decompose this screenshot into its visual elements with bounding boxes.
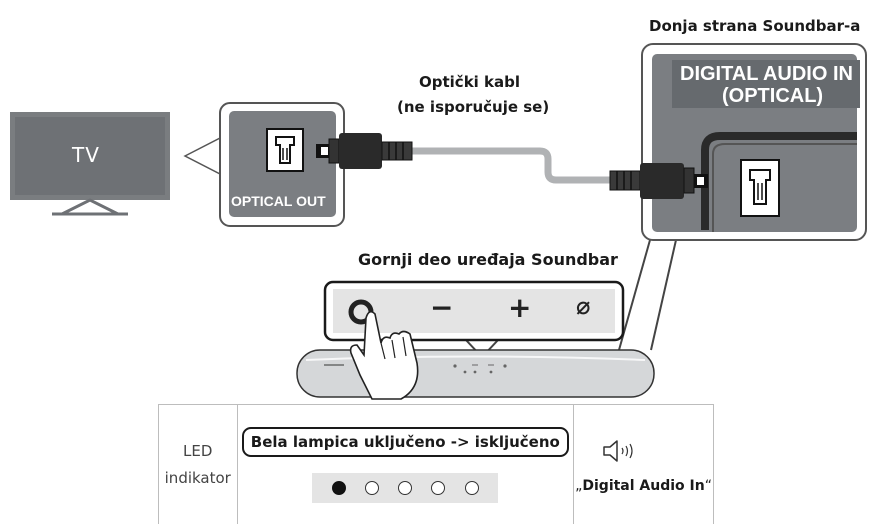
soundbar-optical-port-icon [741, 160, 779, 216]
optical-label: (OPTICAL) [722, 85, 823, 108]
soundbar-icon [297, 350, 654, 397]
cable-label-line1: Optički kabl [419, 73, 520, 91]
indicator-label: indikator [160, 465, 236, 491]
led-dot-off [398, 481, 412, 495]
led-status-bubble: Bela lampica uključeno -> isključeno [242, 427, 569, 457]
speaker-sound-icon [601, 438, 637, 464]
volume-down-button[interactable]: − [430, 291, 453, 324]
tv-callout-wedge [185, 136, 224, 176]
optical-port-icon [267, 129, 303, 171]
quote-close: “ [705, 478, 712, 494]
volume-up-button[interactable]: + [508, 291, 531, 324]
voice-prompt-text: Digital Audio In [582, 478, 704, 494]
voice-prompt: „Digital Audio In“ [575, 478, 712, 494]
led-status-cell: Bela lampica uključeno -> isključeno [237, 405, 574, 524]
voice-prompt-cell: „Digital Audio In“ [574, 405, 714, 524]
tv-label: TV [72, 143, 100, 167]
led-label: LED [160, 438, 236, 464]
digital-audio-in-label: DIGITAL AUDIO IN [680, 63, 853, 86]
soundbar-bottom-title: Donja strana Soundbar-a [649, 17, 860, 35]
led-dot-off [365, 481, 379, 495]
led-dot-off [465, 481, 479, 495]
cable-label-line2: (ne isporučuje se) [397, 98, 549, 116]
optical-cable [410, 151, 612, 180]
led-status-table: LED indikator Bela lampica uključeno -> … [158, 404, 714, 524]
led-dot-off [431, 481, 445, 495]
led-dot-on [332, 481, 346, 495]
multi-function-button[interactable]: ⌀ [576, 292, 590, 320]
led-label-cell: LED indikator [159, 405, 238, 524]
soundbar-top-title: Gornji deo uređaja Soundbar [358, 250, 618, 269]
led-indicator-bar [312, 473, 498, 503]
optical-out-label: OPTICAL OUT [231, 193, 326, 209]
